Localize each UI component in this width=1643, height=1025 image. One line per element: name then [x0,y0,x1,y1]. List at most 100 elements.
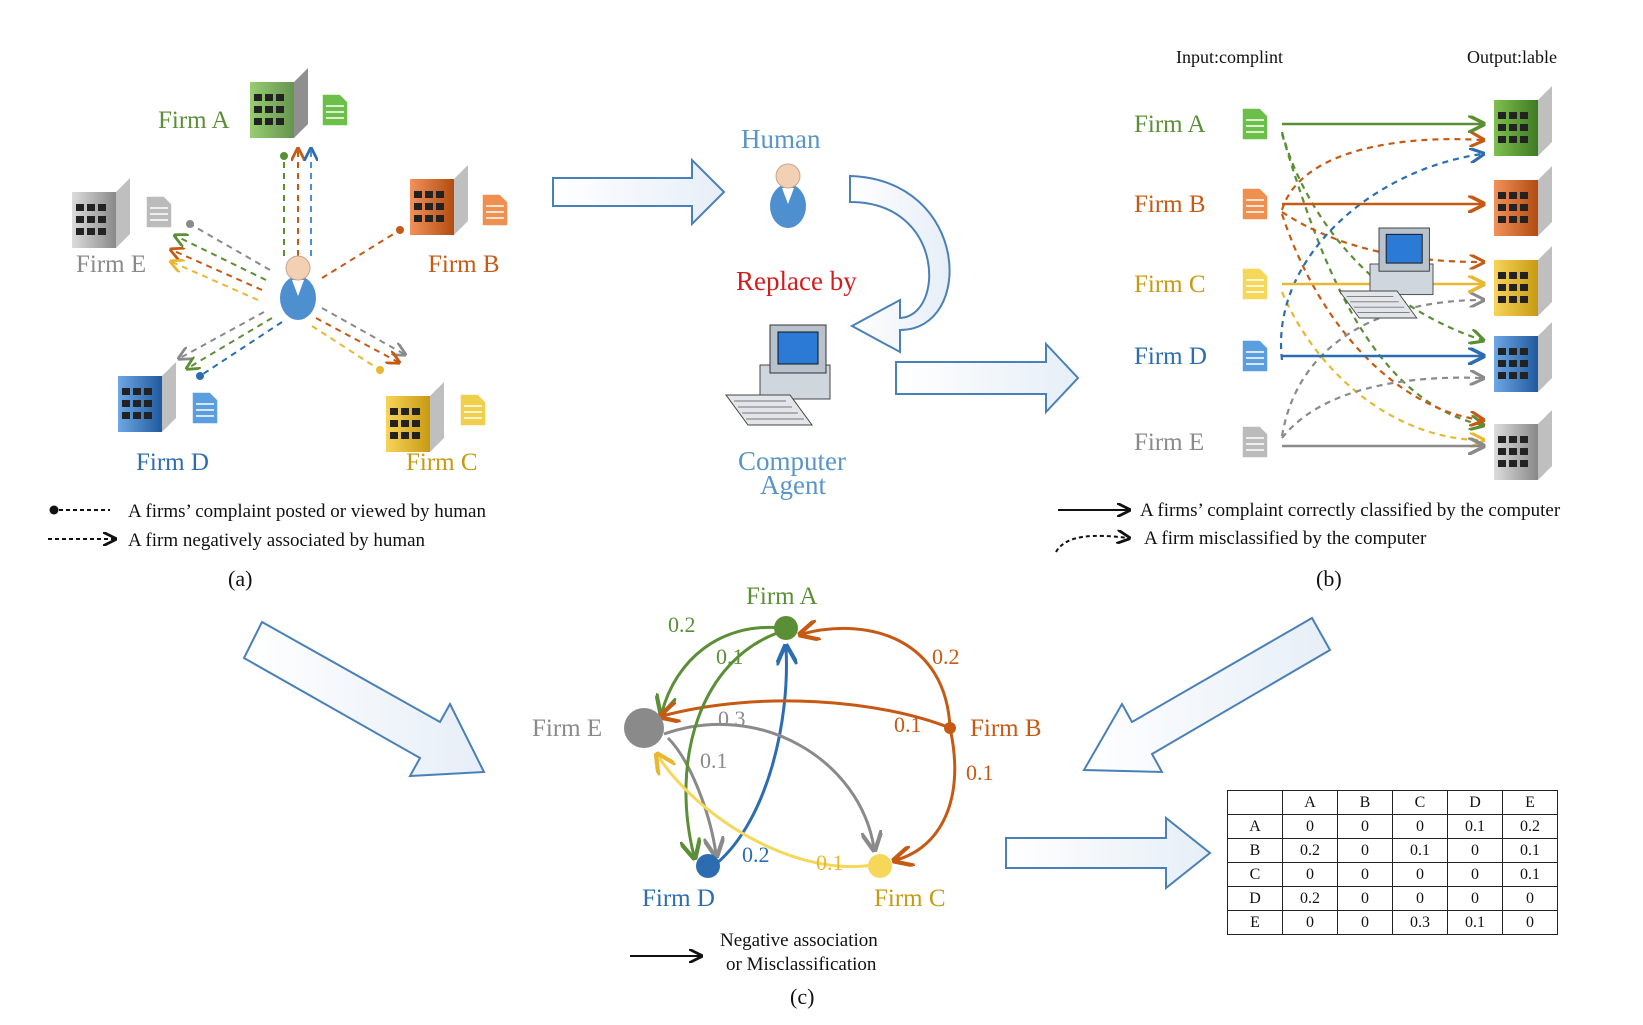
matrix-row-header: C [1227,862,1283,887]
arrow-diag-right [1082,616,1332,774]
firm-e-label: Firm E [76,251,146,278]
computer-icon [725,324,831,426]
weight-b-to-a: 0.2 [932,644,960,669]
building-icon [386,382,444,452]
firm-d-label: Firm D [136,449,209,476]
b-firm-c-label: Firm C [1134,271,1206,298]
edge-a-to-e [176,236,267,281]
edge-c-a-to-d [686,630,781,856]
edge-e-to-c [321,307,404,354]
matrix-cell: 0 [1337,862,1393,887]
building-icon [72,178,130,248]
matrix-cell: 0 [1282,814,1338,839]
matrix-col-header: C [1392,790,1448,815]
firm-b-label: Firm B [428,251,500,278]
document-icon [481,193,509,227]
document-icon [1241,107,1269,141]
table-row: B 0.2 0 0.1 0 0.1 [1227,838,1558,863]
arrow-diag-left [242,620,486,778]
document-icon [145,195,173,229]
matrix-cell: 0.2 [1282,886,1338,911]
weight-b-to-e: 0.1 [894,712,922,737]
document-icon [321,93,349,127]
weight-d-to-a: 0.1 [716,644,744,669]
agent-label-1: Computer [738,446,846,476]
building-icon [1494,166,1552,236]
matrix-cell: 0.2 [1282,838,1338,863]
matrix-col-header: A [1282,790,1338,815]
caption-b: (b) [1316,566,1342,591]
firm-c-label: Firm C [406,449,478,476]
matrix-cell: 0 [1447,886,1503,911]
matrix-col-header: D [1447,790,1503,815]
c-firm-b-label: Firm B [970,715,1042,742]
legend-negative-text: A firm negatively associated by human [128,530,426,551]
edge-c-e-to-d [666,736,716,854]
building-icon [118,362,176,432]
matrix-col-header: E [1502,790,1558,815]
node-e [624,708,664,748]
edge-b-to-e [172,250,263,291]
edge-b-b-to-a [1280,139,1482,211]
matrix-cell: 0 [1502,886,1558,911]
edge-e-to-d [180,311,265,358]
c-firm-c-label: Firm C [874,885,946,912]
b-firm-e-label: Firm E [1134,429,1204,456]
matrix-cell: 0.1 [1502,862,1558,887]
document-icon [1241,339,1269,373]
building-icon [1494,86,1552,156]
arrow-right-2 [895,341,1080,415]
b-firm-a-label: Firm A [1134,111,1206,138]
computer-icon [1338,227,1434,319]
human-label: Human [741,124,821,154]
weight-e-to-d: 0.1 [700,748,728,773]
document-icon [1241,425,1269,459]
matrix-cell: 0 [1447,838,1503,863]
node-d [696,854,720,878]
b-firm-d-label: Firm D [1134,343,1207,370]
edge-b-e-to-c [1280,300,1482,437]
arrow-right-1 [552,157,726,227]
matrix-cell: 0.1 [1392,838,1448,863]
legend-correct-text: A firms’ complaint correctly classified … [1140,500,1561,521]
matrix-cell: 0 [1337,886,1393,911]
weight-a-to-d: 0.2 [742,842,770,867]
table-row: A 0 0 0 0.1 0.2 [1227,814,1558,839]
building-icon [1494,322,1552,392]
edge-b-d-to-a [1279,154,1482,361]
edge-b-e-to-d [1281,378,1482,439]
matrix-row-header: A [1227,814,1283,839]
matrix-cell: 0.1 [1502,838,1558,863]
matrix-cell: 0 [1447,862,1503,887]
matrix-cell: 0 [1337,814,1393,839]
output-header: Output:lable [1467,47,1557,67]
matrix-cell: 0.1 [1447,910,1503,935]
edge-d-posted [199,321,283,377]
edge-e-posted [189,223,271,271]
matrix-header-row: A B C D E [1227,790,1558,815]
edge-b-b-to-c [1281,211,1482,262]
weight-c-to-e: 0.1 [816,850,844,875]
matrix-cell: 0 [1392,814,1448,839]
matrix-cell: 0 [1392,886,1448,911]
legend-c-text-1: Negative association [720,930,878,951]
weight-a-to-e: 0.2 [668,612,696,637]
building-icon [250,68,308,138]
c-firm-d-label: Firm D [642,885,715,912]
edge-c-b-to-c [896,727,957,860]
b-firm-b-label: Firm B [1134,191,1206,218]
legend-c-text-2: or Misclassification [726,954,877,975]
firm-a-label: Firm A [158,107,230,134]
middle-section: Human Replace by Computer Agent [552,124,1080,500]
matrix-cell: 0.1 [1447,814,1503,839]
document-icon [1241,187,1269,221]
node-b [944,722,956,734]
edge-c-c-to-e [658,756,879,869]
person-icon [769,163,807,229]
input-header: Input:complint [1176,47,1283,67]
table-row: D 0.2 0 0 0 0 [1227,886,1558,911]
matrix-cell: 0 [1282,862,1338,887]
arrow-right-3 [1005,815,1212,891]
matrix-cell: 0 [1282,910,1338,935]
